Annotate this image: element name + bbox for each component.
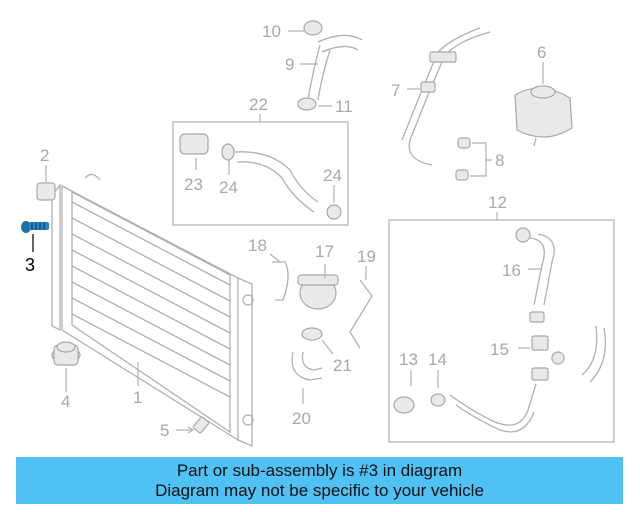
callout-13: 13 — [399, 350, 418, 369]
callout-23: 23 — [184, 175, 203, 194]
hose-part-9 — [300, 34, 363, 101]
bolt-part-5 — [176, 416, 210, 434]
hose-part-13 — [393, 370, 415, 414]
group-box-12 — [388, 219, 615, 443]
callout-5: 5 — [160, 421, 169, 440]
callout-17: 17 — [315, 242, 334, 261]
flange-part-23 — [179, 133, 209, 170]
clamp-part-10 — [288, 20, 323, 36]
bolt-part-3 — [21, 221, 49, 252]
clamp-part-14 — [430, 370, 446, 407]
callout-22: 22 — [249, 95, 268, 114]
callout-6: 6 — [537, 43, 546, 62]
clip-part-8 — [455, 137, 492, 181]
callout-14: 14 — [428, 350, 447, 369]
callout-4: 4 — [61, 392, 70, 411]
bracket-part-19 — [349, 266, 373, 349]
hose-part-7 — [401, 27, 491, 166]
bracket-part-2 — [36, 165, 56, 201]
parts-diagram: 1 2 3 4 5 6 7 8 9 10 11 12 13 14 15 16 1… — [21, 20, 615, 447]
pump-part-17 — [297, 264, 339, 310]
bracket-part-18 — [269, 253, 289, 301]
radiator-part-1 — [51, 173, 254, 447]
banner-line-2: Diagram may not be specific to your vehi… — [155, 480, 484, 500]
callout-2: 2 — [40, 146, 49, 165]
hose-part-20 — [291, 351, 323, 404]
hose-part-22 — [221, 143, 342, 220]
callout-9: 9 — [285, 55, 294, 74]
expansion-tank-part-6 — [514, 62, 573, 147]
callout-16: 16 — [502, 261, 521, 280]
callout-8: 8 — [495, 151, 504, 170]
clamp-part-11 — [297, 97, 332, 111]
connector-part-15 — [518, 311, 607, 383]
callout-24b: 24 — [323, 166, 342, 185]
callout-21: 21 — [333, 356, 352, 375]
callout-11: 11 — [335, 97, 353, 116]
callout-19: 19 — [357, 247, 376, 266]
callout-7: 7 — [391, 81, 400, 100]
callout-20: 20 — [292, 409, 311, 428]
callout-10: 10 — [262, 22, 281, 41]
callout-18: 18 — [248, 236, 267, 255]
callout-3: 3 — [25, 255, 35, 275]
callout-24a: 24 — [219, 178, 238, 197]
callout-15: 15 — [490, 340, 509, 359]
seal-part-21 — [301, 327, 334, 355]
hose-lower — [449, 383, 537, 433]
info-banner: Part or sub-assembly is #3 in diagram Di… — [16, 457, 623, 504]
callout-1: 1 — [133, 388, 142, 407]
mount-part-4 — [51, 341, 81, 392]
banner-line-1: Part or sub-assembly is #3 in diagram — [176, 460, 463, 480]
callout-12: 12 — [488, 193, 507, 212]
hose-part-16 — [515, 227, 555, 306]
